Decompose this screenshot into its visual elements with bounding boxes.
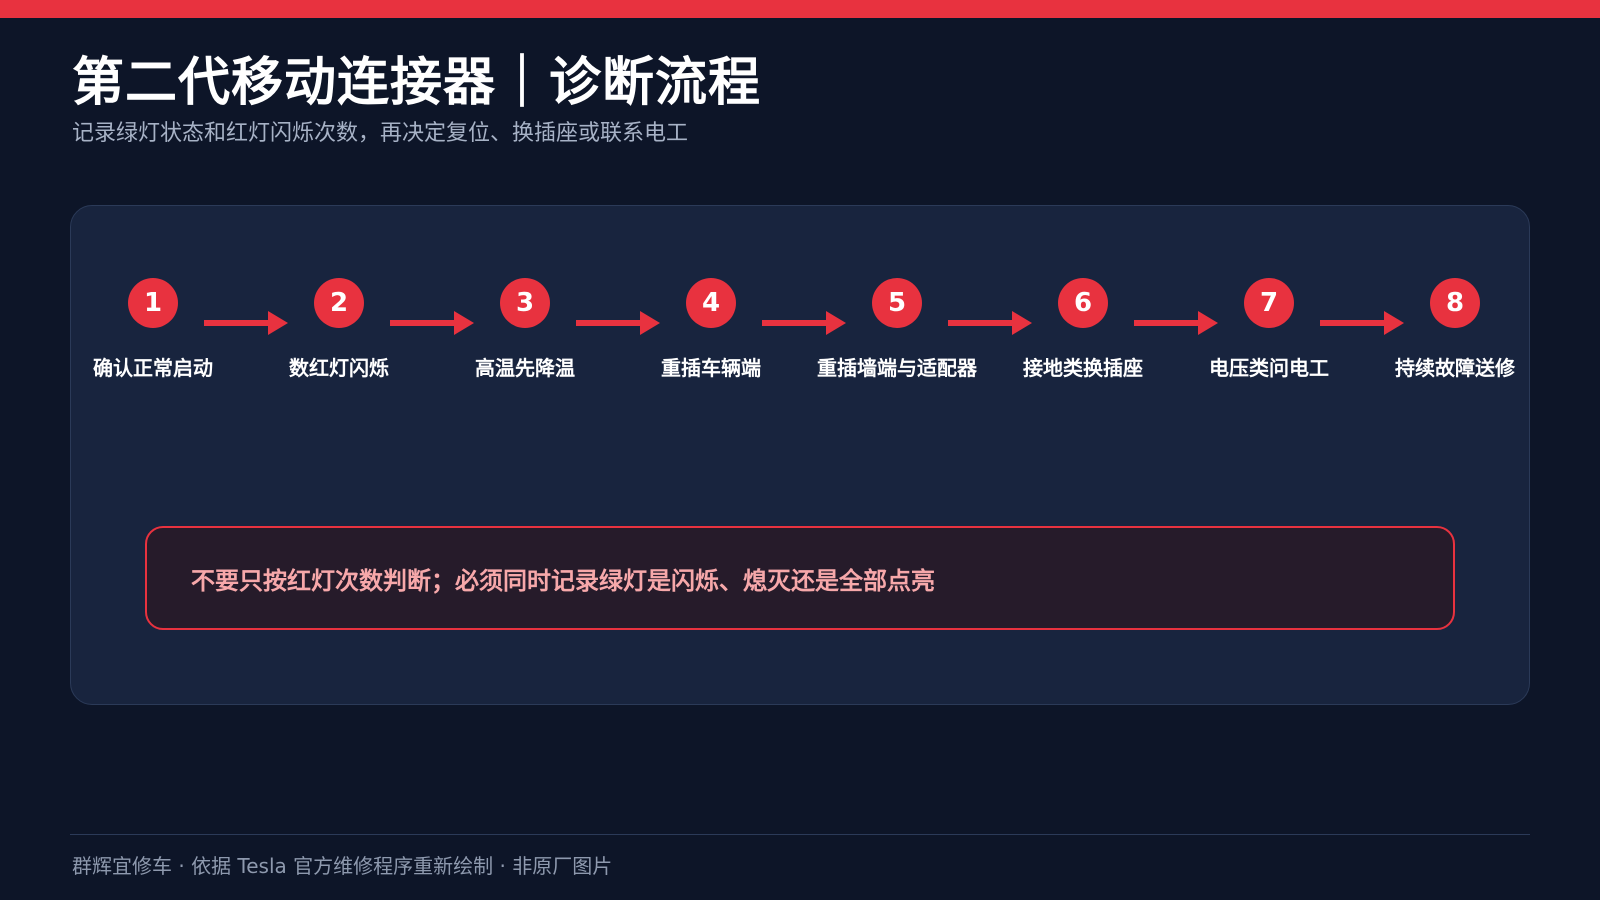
flow-step-7: 7 电压类问电工 <box>1169 278 1369 381</box>
step-label: 持续故障送修 <box>1395 356 1515 380</box>
step-label: 电压类问电工 <box>1209 356 1329 380</box>
step-label: 接地类换插座 <box>1023 356 1143 380</box>
flow-step-5: 5 重插墙端与适配器 <box>797 278 997 381</box>
step-label: 确认正常启动 <box>93 356 213 380</box>
page-subtitle: 记录绿灯状态和红灯闪烁次数，再决定复位、换插座或联系电工 <box>72 121 689 146</box>
flow-panel: 1 确认正常启动 2 数红灯闪烁 3 高温先降温 4 重插车辆端 5 重插墙端与适配器 6 接地类换插… <box>70 205 1530 705</box>
step-number-badge: 7 <box>1244 278 1294 328</box>
arrow-right-icon <box>1134 311 1218 335</box>
step-number-badge: 6 <box>1058 278 1108 328</box>
step-label: 高温先降温 <box>475 356 575 380</box>
flow-step-6: 6 接地类换插座 <box>983 278 1183 381</box>
arrow-right-icon <box>1320 311 1404 335</box>
warning-callout: 不要只按红灯次数判断；必须同时记录绿灯是闪烁、熄灭还是全部点亮 <box>145 526 1455 630</box>
footer-divider <box>70 834 1530 835</box>
flow-step-8: 8 持续故障送修 <box>1355 278 1555 381</box>
top-accent-bar <box>0 0 1600 18</box>
flow-steps: 1 确认正常启动 2 数红灯闪烁 3 高温先降温 4 重插车辆端 5 重插墙端与适配器 6 接地类换插… <box>71 206 1529 406</box>
flow-step-2: 2 数红灯闪烁 <box>239 278 439 381</box>
footer-credit: 群辉宜修车 · 依据 Tesla 官方维修程序重新绘制 · 非原厂图片 <box>72 854 613 878</box>
step-number-badge: 5 <box>872 278 922 328</box>
warning-text: 不要只按红灯次数判断；必须同时记录绿灯是闪烁、熄灭还是全部点亮 <box>191 566 935 595</box>
flow-step-4: 4 重插车辆端 <box>611 278 811 381</box>
arrow-right-icon <box>576 311 660 335</box>
page-title: 第二代移动连接器｜诊断流程 <box>72 53 762 113</box>
flow-step-1: 1 确认正常启动 <box>53 278 253 381</box>
step-label: 重插车辆端 <box>661 356 761 380</box>
step-number-badge: 3 <box>500 278 550 328</box>
flow-step-3: 3 高温先降温 <box>425 278 625 381</box>
step-number-badge: 2 <box>314 278 364 328</box>
arrow-right-icon <box>948 311 1032 335</box>
arrow-right-icon <box>390 311 474 335</box>
arrow-right-icon <box>204 311 288 335</box>
step-number-badge: 1 <box>128 278 178 328</box>
step-number-badge: 8 <box>1430 278 1480 328</box>
arrow-right-icon <box>762 311 846 335</box>
step-label: 数红灯闪烁 <box>289 356 389 380</box>
step-number-badge: 4 <box>686 278 736 328</box>
step-label: 重插墙端与适配器 <box>817 356 977 380</box>
